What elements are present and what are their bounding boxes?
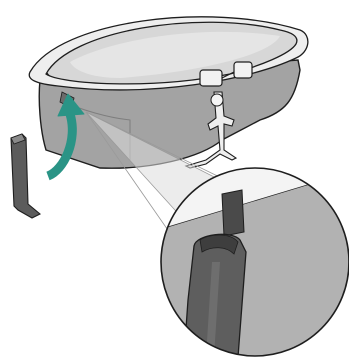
side-bracket-icon bbox=[11, 134, 40, 218]
handle-clip-icon bbox=[200, 70, 222, 86]
side-bracket bbox=[11, 134, 40, 218]
zoom-slot bbox=[222, 190, 244, 236]
